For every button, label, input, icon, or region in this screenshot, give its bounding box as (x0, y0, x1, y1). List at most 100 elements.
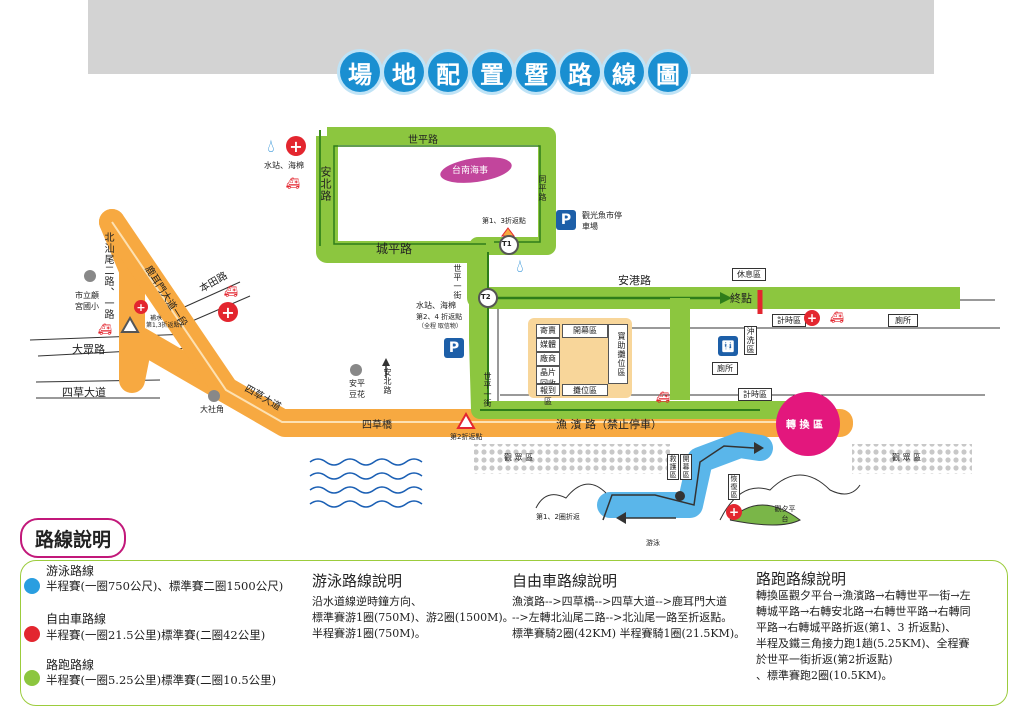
legend-swim-desc: 半程賽(一圈750公尺)、標準賽二圈1500公尺) (46, 579, 284, 593)
tainan-marine-label: 台南海事 (452, 166, 489, 176)
road-shiping1: 世平一街 (453, 264, 462, 300)
swim-line: 半程賽游1圈(750M)。 (312, 627, 426, 640)
first-aid-icon: + (134, 300, 148, 314)
toilet-label: 廁所 (888, 314, 918, 327)
run-route (316, 127, 960, 419)
zone-cell: 開幕區 (562, 324, 608, 338)
zone-cell: 報到區 (536, 384, 560, 406)
page-title: 場 地 配 置 暨 路 線 圖 (340, 52, 688, 98)
bike-line: 標準賽騎2圈(42KM) 半程賽騎1圈(21.5KM)。 (512, 627, 746, 640)
run-turn13-label: 第1,3折返點 (146, 322, 180, 329)
zone-cell: 媒體 (536, 338, 560, 352)
rescue-area-label: 救護區 (667, 454, 679, 480)
toilet-label-2: 廁所 (712, 362, 738, 375)
bike-section-head: 自由車路線說明 (512, 572, 618, 590)
road-shiping1-b: 世平一街 (483, 372, 492, 408)
bike-color-dot (24, 626, 40, 642)
transition-area-label: 轉 換 區 (786, 420, 823, 431)
toilet-icon: 🚻︎ (718, 336, 738, 356)
open-area-label: 開幕區 (680, 454, 692, 480)
run-section-body: 轉換區觀夕平台→漁濱路→右轉世平一街→左 轉城平路→右轉安北路→右轉世平路→右轉… (756, 588, 971, 684)
parking-icon: P (444, 338, 464, 358)
turn2-label: 第2折返點 (450, 433, 483, 441)
road-shiping: 世平路 (408, 135, 438, 146)
swim-turn-label: 第1、2圈折返 (536, 513, 580, 521)
legend-run-name: 路跑路線 (46, 658, 95, 672)
tainan-marine-shape (440, 157, 512, 183)
finish-label: 終點 (730, 292, 752, 305)
bike-turn13-label: 第1、3折返點 (482, 217, 526, 225)
water-drop-icon: 💧︎ (267, 135, 275, 157)
title-char: 暨 (516, 52, 556, 92)
road-chengping: 城平路 (376, 242, 413, 256)
zone-cell: 寶助攤位區 (608, 324, 628, 384)
swim-label: 游泳 (646, 539, 660, 547)
turn24-note: （全程 取信物） (418, 323, 462, 330)
road-anggang: 安港路 (618, 274, 651, 287)
title-char: 置 (472, 52, 512, 92)
hills (535, 474, 861, 526)
run-line: 平路→右轉城平路折返(第1、3 折返點)、 (756, 621, 957, 634)
water-waves (309, 458, 423, 508)
title-char: 路 (560, 52, 600, 92)
run-line: 於世平一街折返(第2折返點) (756, 653, 893, 666)
run-line: 轉城平路→右轉安北路→右轉世平路→右轉同 (756, 605, 971, 618)
audience-area-label: 觀 眾 區 (504, 453, 534, 462)
ambulance-icon: 🚑︎ (286, 176, 300, 190)
run-line: 轉換區觀夕平台→漁濱路→右轉世平一街→左 (756, 589, 971, 602)
audience-area-label-2: 觀 眾 區 (892, 453, 922, 462)
zone-cell: 廠商 (536, 352, 560, 366)
bike-line: 漁濱路-->四草橋-->四草大道-->鹿耳門大道 (512, 595, 727, 608)
timing-area-label: 計時區 (772, 314, 806, 327)
bike-route (99, 209, 853, 437)
water-station-label: 水站、海棉 (264, 161, 304, 170)
ambulance-icon: 🚑︎ (98, 322, 112, 336)
legend-swim-name: 游泳路線 (46, 564, 95, 578)
audience-dots (474, 444, 972, 474)
title-char: 地 (384, 52, 424, 92)
road-dazhong: 大眾路 (72, 343, 105, 356)
top-banner (88, 0, 934, 74)
road-beishan: 北汕尾二路、一路 (102, 232, 113, 320)
water-drop-icon: 💧︎ (516, 255, 524, 277)
bike-section-body: 漁濱路-->四草橋-->四草大道-->鹿耳門大道 -->左轉北汕尾二路-->北汕… (512, 594, 745, 642)
legend-bike-desc: 半程賽(一圈21.5公里)標準賽(二圈42公里) (46, 628, 266, 642)
swim-line: 標準賽游1圈(750M)、游2圈(1500M)。 (312, 611, 514, 624)
t2-label: T2 (481, 293, 491, 301)
tourist-parking-label: 觀光魚市停車場 (582, 211, 622, 231)
anping-douhua-label: 安平豆花 (349, 379, 365, 399)
first-aid-icon: + (726, 504, 742, 520)
title-char: 線 (604, 52, 644, 92)
road-sicao-avenue: 四草大道 (62, 386, 106, 399)
road-anbei-vertical: 安北路 (319, 166, 332, 202)
first-aid-icon: + (218, 302, 238, 322)
swim-line: 沿水道線逆時鐘方向、 (312, 595, 422, 608)
road-yubin: 漁 濱 路（禁止停車） (556, 418, 662, 431)
sunset-platform-label: 觀夕平台 (774, 505, 796, 523)
turn24-label: 第2、4 折返點 (416, 313, 463, 321)
supply-label: 補水 (150, 315, 163, 322)
shower-area-label: 沖洗區 (744, 326, 757, 355)
transition-area-circle (776, 392, 840, 456)
road-tongping: 同平路 (538, 175, 547, 202)
first-aid-icon: + (804, 310, 820, 326)
legend-tab: 路線說明 (20, 518, 126, 558)
run-section-head: 路跑路線說明 (756, 570, 847, 588)
legend-panel (20, 560, 1008, 706)
title-char: 圖 (648, 52, 688, 92)
run-line: 半程及鐵三角接力跑1趟(5.25KM)、全程賽 (756, 637, 970, 650)
swim-section-head: 游泳路線說明 (312, 572, 403, 590)
parking-icon: P (556, 210, 576, 230)
route-map (29, 127, 1000, 526)
title-char: 配 (428, 52, 468, 92)
t1-label: T1 (502, 240, 512, 248)
road-sicao-bridge: 四草橋 (362, 420, 392, 431)
recovery-area-label: 恢復區 (728, 474, 740, 500)
road-anbei: 安北路 (383, 368, 392, 395)
ambulance-icon: 🚑︎ (224, 284, 238, 298)
dashejiao-label: 大社角 (200, 405, 224, 414)
title-char: 場 (340, 52, 380, 92)
bike-line: -->左轉北汕尾二路-->北汕尾一路至折返點。 (512, 611, 733, 624)
ambulance-icon: 🚑︎ (830, 310, 844, 324)
swim-color-dot (24, 578, 40, 594)
